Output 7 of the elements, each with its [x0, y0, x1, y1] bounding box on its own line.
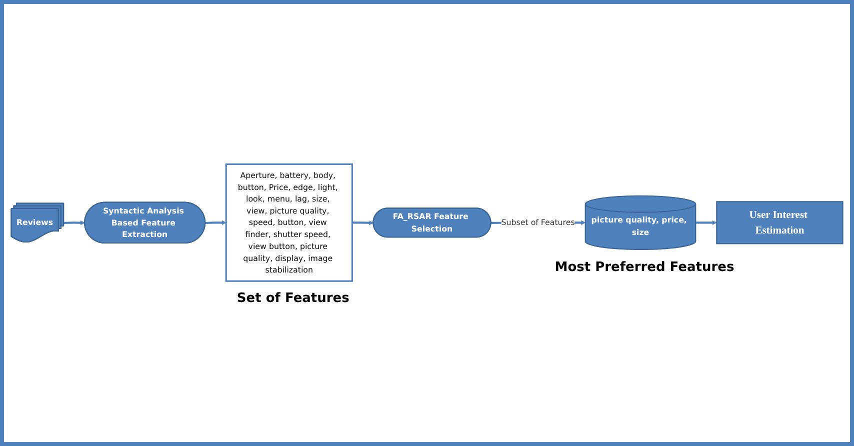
node-box: User Interest Estimation	[716, 201, 844, 245]
arrow	[205, 220, 226, 226]
arrow	[352, 220, 374, 226]
arrow	[696, 220, 717, 226]
node-caption: Set of Features	[236, 291, 350, 306]
arrow	[64, 220, 86, 226]
node-caption: Most Preferred Features	[554, 260, 734, 275]
